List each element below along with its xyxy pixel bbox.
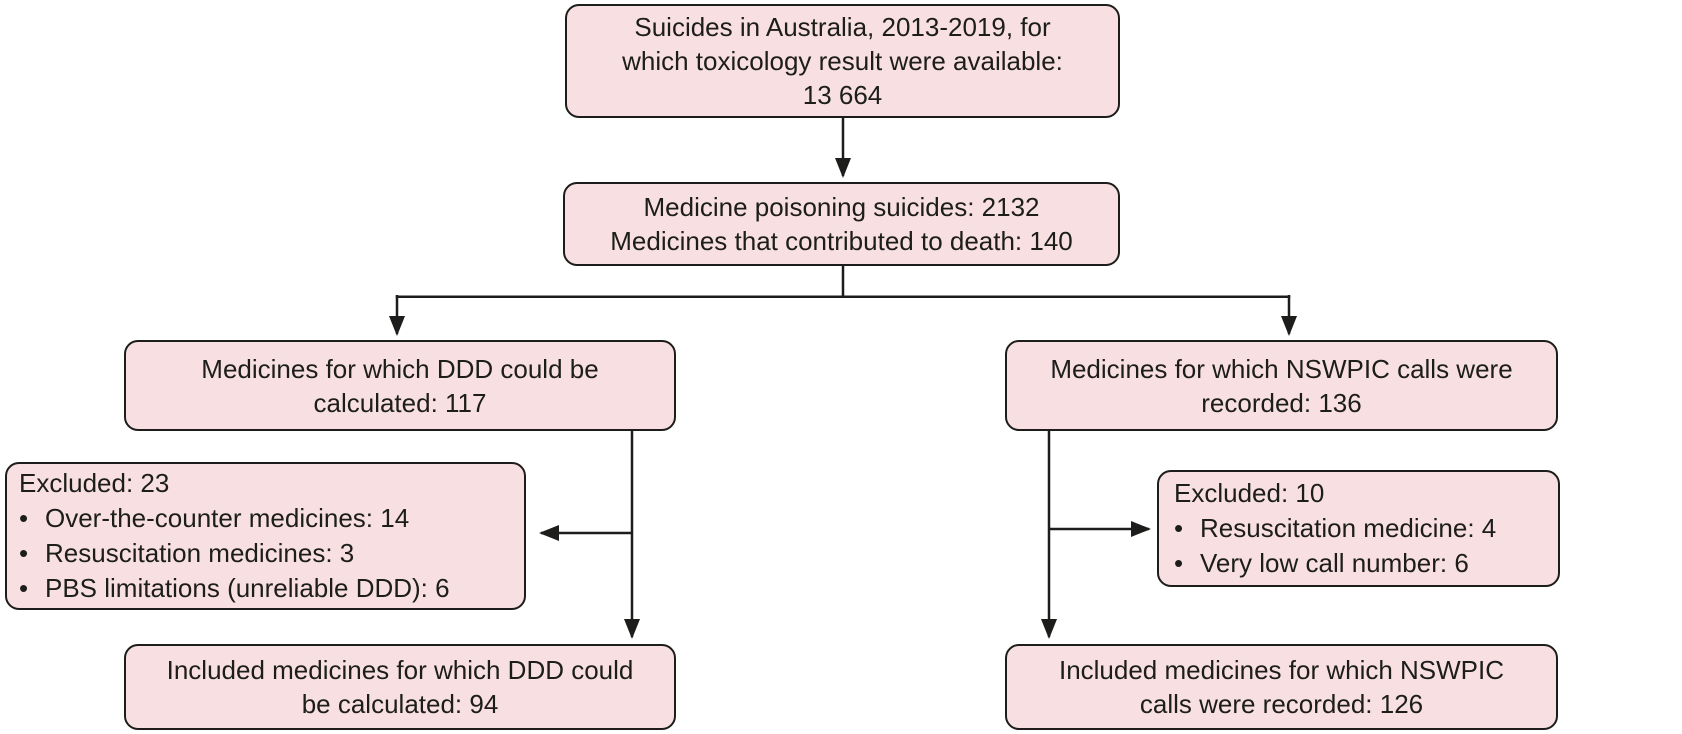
box-included-ddd-line1: Included medicines for which DDD could bbox=[166, 655, 634, 685]
box-total-suicides-line2: which toxicology result were available: bbox=[622, 46, 1063, 76]
bullet-icon: • bbox=[19, 573, 29, 603]
excluded-ddd-item-text2: Resuscitation medicines: 3 bbox=[45, 538, 355, 568]
excluded-ddd-item-text1: Over-the-counter medicines: 14 bbox=[45, 503, 410, 533]
box-medicine-poisoning-line2: Medicines that contributed to death: 140 bbox=[610, 226, 1073, 256]
box-total-suicides: Suicides in Australia, 2013-2019, for wh… bbox=[565, 4, 1120, 118]
excluded-nswpic-item-text1: Resuscitation medicine: 4 bbox=[1200, 513, 1497, 543]
bullet-icon: • bbox=[19, 538, 29, 568]
box-nswpic-recorded-line2: recorded: 136 bbox=[1201, 387, 1362, 418]
excluded-ddd-item: • Over-the-counter medicines: 14 bbox=[19, 501, 409, 536]
box-nswpic-recorded: Medicines for which NSWPIC calls were re… bbox=[1005, 340, 1558, 431]
bullet-icon: • bbox=[1174, 548, 1184, 578]
bullet-icon: • bbox=[19, 503, 29, 533]
excluded-nswpic-item: • Very low call number: 6 bbox=[1174, 546, 1469, 581]
excluded-ddd-item: • Resuscitation medicines: 3 bbox=[19, 536, 354, 571]
box-ddd-calculated-line2: calculated: 117 bbox=[313, 387, 487, 418]
box-ddd-calculated-line1: Medicines for which DDD could be bbox=[201, 353, 599, 384]
excluded-nswpic-item-text2: Very low call number: 6 bbox=[1200, 548, 1469, 578]
box-excluded-ddd-title: Excluded: 23 bbox=[19, 468, 170, 498]
box-total-suicides-line1: Suicides in Australia, 2013-2019, for bbox=[634, 12, 1051, 42]
box-included-nswpic: Included medicines for which NSWPIC call… bbox=[1005, 644, 1558, 730]
excluded-nswpic-item: • Resuscitation medicine: 4 bbox=[1174, 511, 1496, 546]
excluded-ddd-item-text3: PBS limitations (unreliable DDD): 6 bbox=[45, 573, 450, 603]
box-medicine-poisoning-line1: Medicine poisoning suicides: 2132 bbox=[643, 192, 1040, 222]
box-nswpic-recorded-line1: Medicines for which NSWPIC calls were bbox=[1050, 353, 1513, 384]
box-included-nswpic-line1: Included medicines for which NSWPIC bbox=[1058, 655, 1505, 685]
excluded-ddd-item: • PBS limitations (unreliable DDD): 6 bbox=[19, 571, 450, 606]
box-excluded-ddd: Excluded: 23 • Over-the-counter medicine… bbox=[5, 462, 526, 610]
box-included-ddd: Included medicines for which DDD could b… bbox=[124, 644, 676, 730]
box-excluded-nswpic-title: Excluded: 10 bbox=[1174, 478, 1325, 508]
box-ddd-calculated: Medicines for which DDD could be calcula… bbox=[124, 340, 676, 431]
box-included-nswpic-line2: calls were recorded: 126 bbox=[1139, 689, 1424, 719]
box-excluded-nswpic: Excluded: 10 • Resuscitation medicine: 4… bbox=[1157, 470, 1560, 587]
bullet-icon: • bbox=[1174, 513, 1184, 543]
box-total-suicides-line3: 13 664 bbox=[802, 80, 883, 110]
box-medicine-poisoning: Medicine poisoning suicides: 2132 Medici… bbox=[563, 182, 1120, 266]
box-included-ddd-line2: be calculated: 94 bbox=[301, 689, 499, 719]
